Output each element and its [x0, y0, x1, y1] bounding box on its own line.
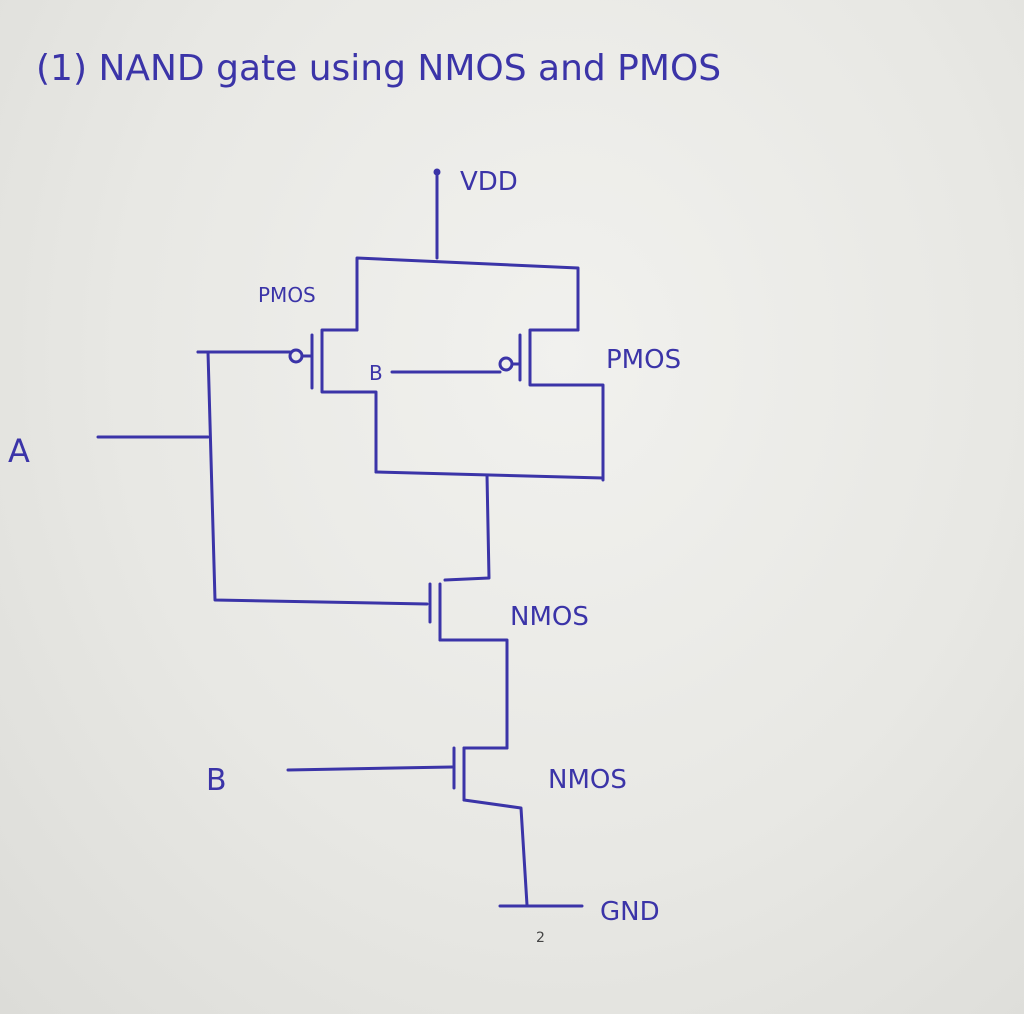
input-a-wire — [96, 350, 429, 606]
input-a-label: A — [8, 432, 30, 470]
vdd-rail — [355, 168, 580, 332]
gate-b-label: B — [369, 361, 383, 385]
pmos-right-transistor — [390, 328, 605, 482]
input-b-label: B — [206, 763, 227, 798]
pmos-left-transistor — [196, 328, 378, 474]
vdd-label: VDD — [460, 167, 518, 197]
output-node — [374, 470, 605, 582]
gnd-label: GND — [600, 897, 660, 927]
nmos-top-label: NMOS — [510, 602, 589, 632]
nmos-bottom-transistor — [286, 746, 529, 907]
nmos-top-transistor — [428, 582, 509, 750]
diagram-title: (1) NAND gate using NMOS and PMOS — [36, 48, 721, 89]
nmos-bottom-label: NMOS — [548, 765, 627, 795]
pmos-right-label: PMOS — [606, 345, 681, 375]
pencil-mark: 2 — [536, 930, 545, 946]
pmos-left-label: PMOS — [258, 283, 316, 307]
